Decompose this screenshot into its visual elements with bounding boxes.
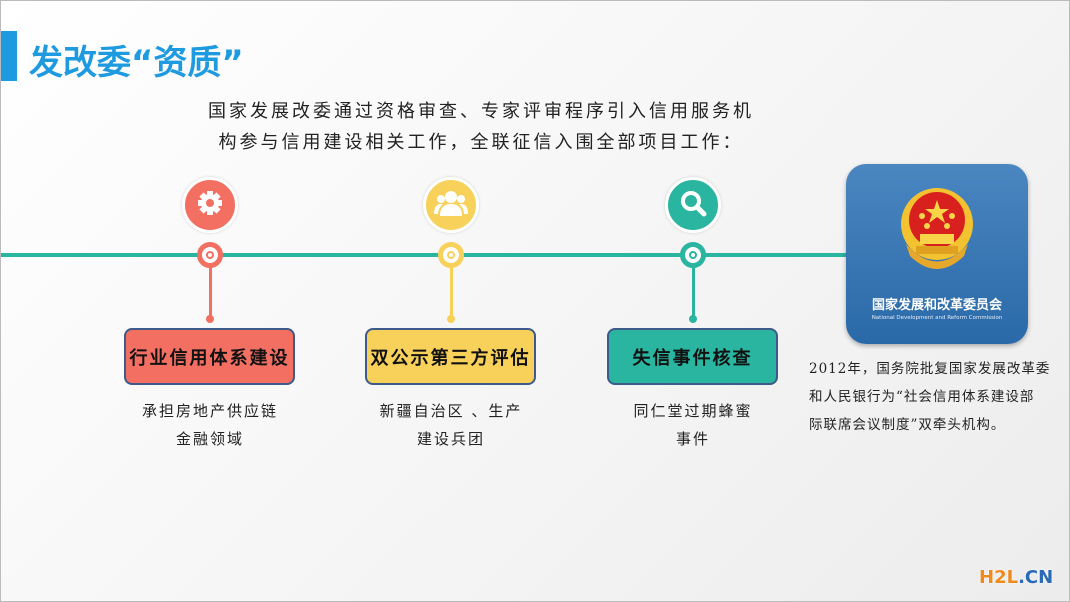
timeline-stem [209, 265, 212, 320]
users-icon [434, 188, 468, 222]
logo-title-cn: 国家发展和改革委员会 [871, 298, 1002, 313]
title-accent-bar [1, 31, 17, 81]
logo-title-en: National Development and Reform Commissi… [871, 315, 1003, 321]
national-emblem-icon [901, 188, 973, 269]
ndrc-caption: 2012年，国务院批复国家发展改革委 和人民银行为“社会信用体系建设部 际联席会… [809, 355, 1067, 439]
gear-icon [195, 188, 225, 222]
caption-line: 和人民银行为“社会信用体系建设部 [809, 389, 1035, 405]
desc-line: 同仁堂过期蜂蜜 [633, 402, 753, 420]
watermark: H2L.CN [979, 567, 1053, 588]
category-box: 失信事件核查 [607, 328, 778, 385]
desc-line: 事件 [675, 430, 710, 448]
category-desc: 新疆自治区 、生产建设兵团 [351, 397, 551, 453]
watermark-a: H2L [979, 567, 1019, 588]
desc-line: 金融领域 [175, 430, 244, 448]
timeline-line [1, 253, 849, 257]
users-badge [423, 177, 479, 233]
category-desc: 同仁堂过期蜂蜜事件 [593, 397, 793, 453]
ndrc-logo: 国家发展和改革委员会 National Development and Refo… [846, 164, 1028, 344]
search-icon [678, 188, 708, 222]
category-box: 行业信用体系建设 [124, 328, 295, 385]
page-title: 发改委“资质” [29, 43, 244, 83]
timeline-node [680, 242, 706, 268]
desc-line: 建设兵团 [416, 430, 485, 448]
search-badge [665, 177, 721, 233]
watermark-b: .CN [1018, 567, 1054, 588]
intro-line-1: 国家发展改委通过资格审查、专家评审程序引入信用服务机 [208, 101, 754, 122]
timeline-stem [692, 265, 695, 320]
desc-line: 承担房地产供应链 [141, 402, 278, 420]
gear-badge [182, 177, 238, 233]
intro-line-2: 构参与信用建设相关工作，全联征信入围全部项目工作： [218, 132, 744, 153]
timeline-node [438, 242, 464, 268]
timeline-stem-dot [447, 315, 455, 323]
category-box: 双公示第三方评估 [365, 328, 536, 385]
caption-line: 际联席会议制度”双牵头机构。 [809, 417, 1006, 433]
category-desc: 承担房地产供应链金融领域 [110, 397, 310, 453]
timeline-stem-dot [689, 315, 697, 323]
timeline-stem [450, 265, 453, 320]
caption-line: 2012年，国务院批复国家发展改革委 [809, 361, 1051, 377]
timeline-stem-dot [206, 315, 214, 323]
desc-line: 新疆自治区 、生产 [379, 402, 523, 420]
